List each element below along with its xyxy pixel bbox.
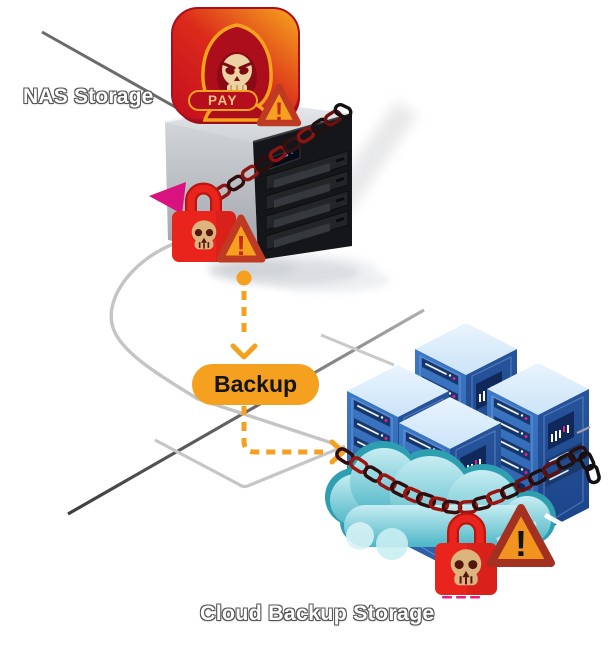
magenta-dashes bbox=[442, 596, 480, 599]
curve-segment bbox=[320, 333, 395, 367]
magenta-arrow bbox=[149, 182, 186, 214]
backup-pill bbox=[192, 364, 319, 405]
flow-down-arrow bbox=[230, 270, 258, 360]
warning-mark: ! bbox=[515, 523, 527, 564]
warning-mark: ! bbox=[236, 230, 245, 261]
cloud-padlock-icon bbox=[435, 512, 497, 599]
icon-warning-triangle-icon: ! bbox=[256, 83, 302, 127]
backup-label: Backup bbox=[213, 371, 298, 397]
cloud-chain-icon bbox=[335, 445, 601, 515]
cloud-warning-triangle-icon: ! bbox=[487, 504, 555, 567]
curve-path-a bbox=[109, 241, 336, 446]
gray-tick bbox=[576, 426, 591, 434]
skull-icon bbox=[449, 548, 483, 587]
warning-mark: ! bbox=[275, 98, 283, 126]
nas-drive-bays bbox=[265, 150, 349, 251]
cloud-storage-label: Cloud Backup Storage bbox=[200, 601, 435, 625]
pay-badge: PAY bbox=[188, 90, 258, 111]
curve-path-b bbox=[154, 438, 346, 489]
flow-elbow-arrow bbox=[241, 406, 346, 465]
flow-dot bbox=[236, 270, 252, 286]
nas-storage-label: NAS Storage bbox=[23, 85, 154, 108]
hacker-hood-icon bbox=[201, 23, 273, 122]
skull-icon bbox=[190, 219, 218, 251]
nas-warning-triangle-icon: ! bbox=[216, 214, 266, 263]
